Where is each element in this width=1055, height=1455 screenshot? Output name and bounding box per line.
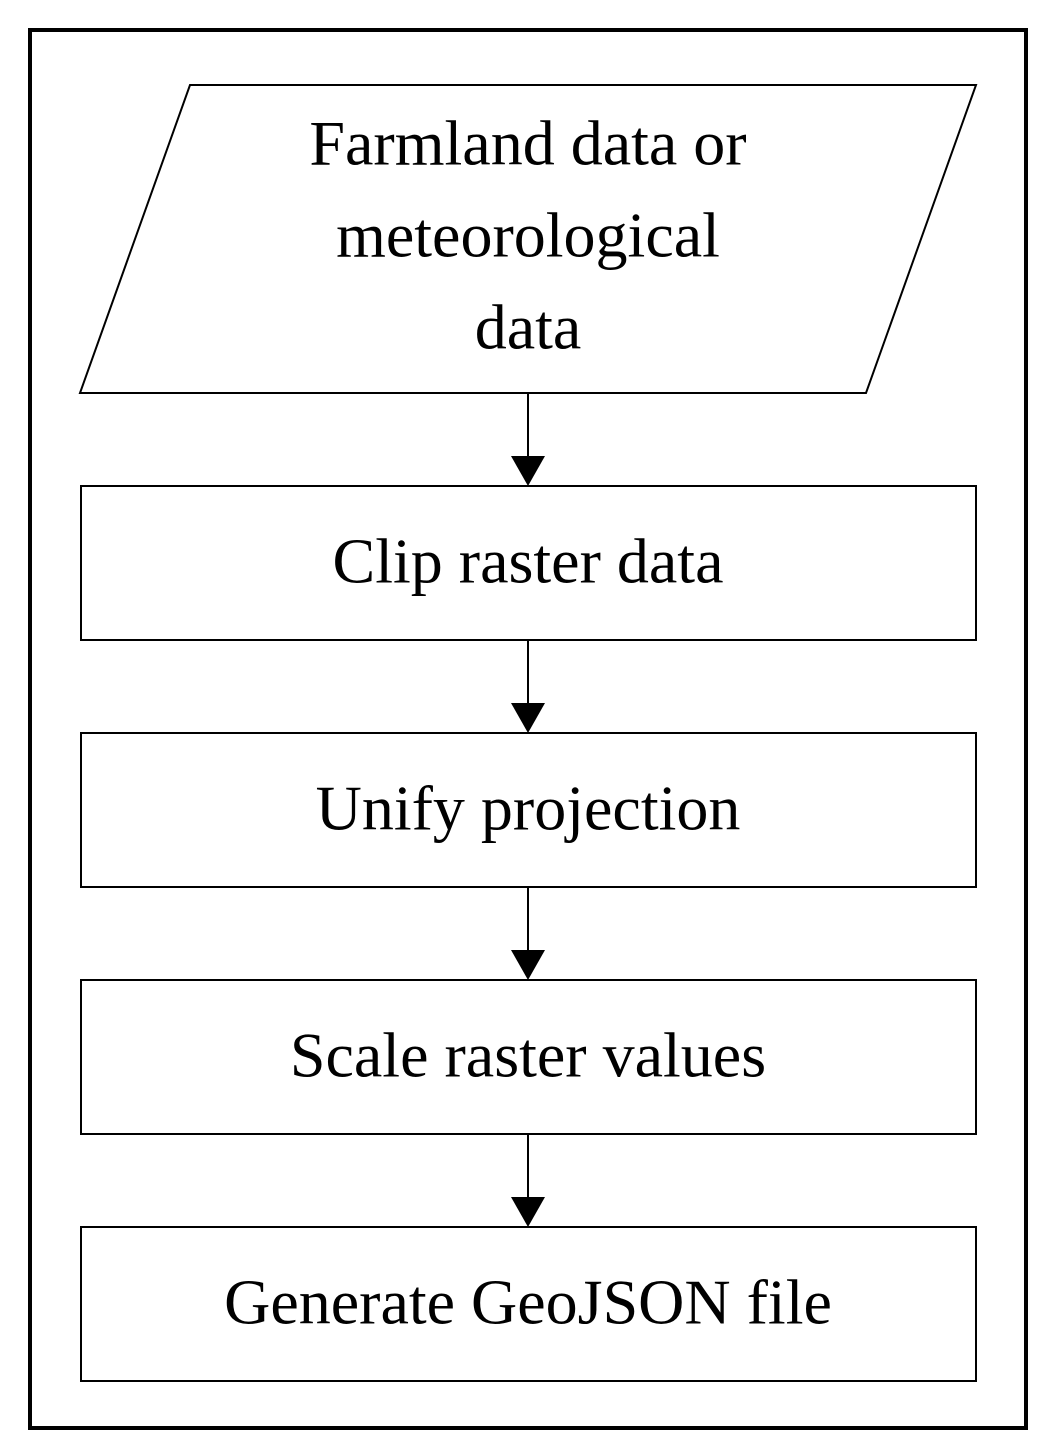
step-label: Clip raster data	[333, 526, 724, 597]
step-box	[80, 485, 977, 641]
input-line-1: Farmland data or	[309, 108, 746, 179]
step-label: Scale raster values	[290, 1020, 766, 1091]
figure-frame	[28, 28, 1028, 1430]
arrow-scale-to-generate	[511, 1134, 545, 1227]
step-clip-raster: Clip raster data	[80, 485, 977, 641]
arrow-head	[511, 1197, 545, 1227]
step-box	[80, 1226, 977, 1382]
arrow-head	[511, 950, 545, 980]
step-label: Generate GeoJSON file	[224, 1267, 832, 1338]
input-line-2: meteorological	[336, 200, 720, 271]
step-generate-geojson: Generate GeoJSON file	[80, 1226, 977, 1382]
input-line-3: data	[475, 292, 582, 363]
arrow-input-to-clip	[511, 393, 545, 486]
arrow-head	[511, 703, 545, 733]
step-box	[80, 979, 977, 1135]
input-data-node: Farmland data or meteorological data	[78, 84, 978, 394]
input-parallelogram-shape	[78, 84, 978, 394]
arrow-clip-to-unify	[511, 640, 545, 733]
step-unify-projection: Unify projection	[80, 732, 977, 888]
arrow-unify-to-scale	[511, 887, 545, 980]
step-label: Unify projection	[316, 773, 741, 844]
step-scale-raster: Scale raster values	[80, 979, 977, 1135]
arrow-head	[511, 456, 545, 486]
step-box	[80, 732, 977, 888]
